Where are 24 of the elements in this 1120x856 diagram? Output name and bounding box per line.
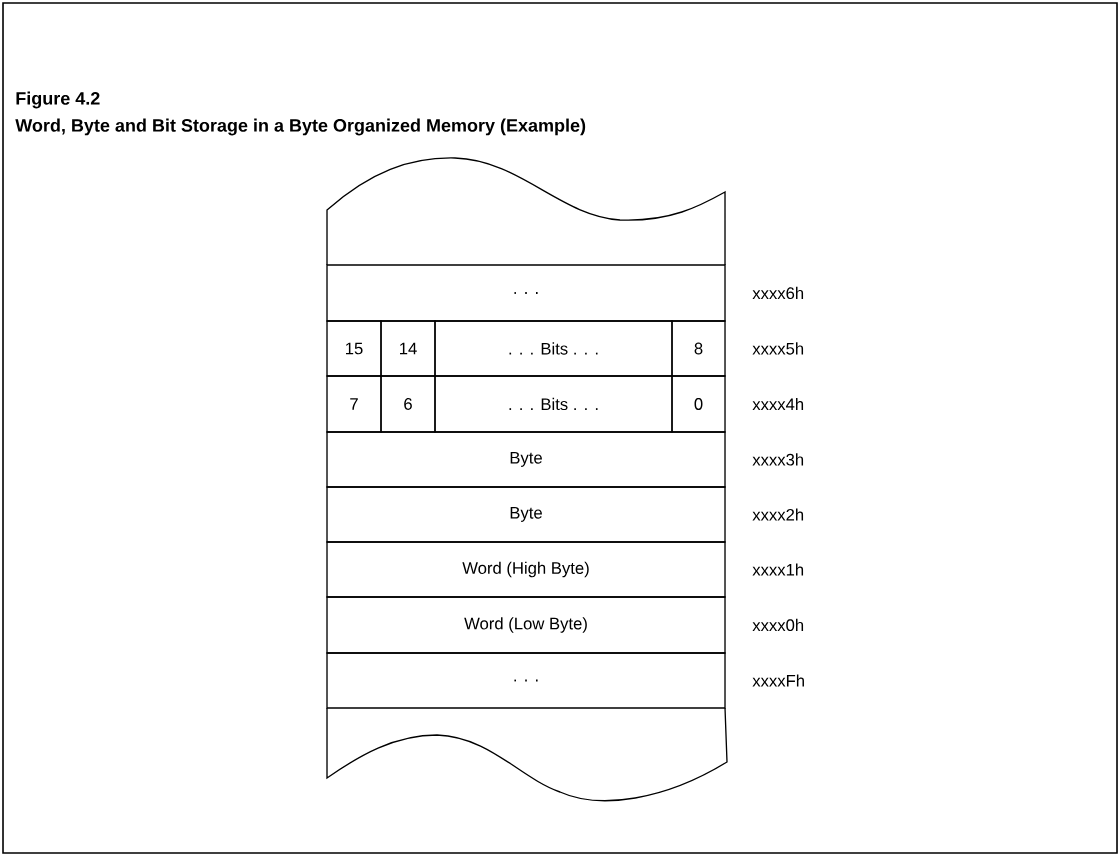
address-label: xxxxFh [752,674,804,687]
memory-cell: . . . [326,264,726,322]
memory-cell: . . . [326,652,726,709]
memory-cell: 0 [671,375,726,433]
memory-cell: . . . Bits . . . [434,320,673,377]
address-label: xxxx1h [752,563,804,576]
address-label: xxxx6h [752,286,804,300]
address-label: xxxx3h [752,453,804,466]
memory-cell: 6 [380,375,436,433]
memory-cell: Byte [326,431,726,488]
figure-caption: Word, Byte and Bit Storage in a Byte Organized Memory (Example) [15,118,586,136]
figure-title: Figure 4.2 [16,91,100,109]
address-label: xxxx5h [752,342,804,355]
memory-cell: Word (High Byte) [326,541,726,598]
memory-cell: 7 [326,375,382,433]
address-label: xxxx4h [752,397,804,411]
memory-cell: Word (Low Byte) [326,596,726,654]
memory-cell: Byte [326,486,726,543]
memory-cell: . . . Bits . . . [434,375,673,433]
address-label: xxxx0h [752,618,804,632]
address-label: xxxx2h [752,508,804,521]
memory-cell: 15 [326,320,382,377]
memory-cell: 8 [671,320,726,377]
memory-cell: 14 [380,320,436,377]
